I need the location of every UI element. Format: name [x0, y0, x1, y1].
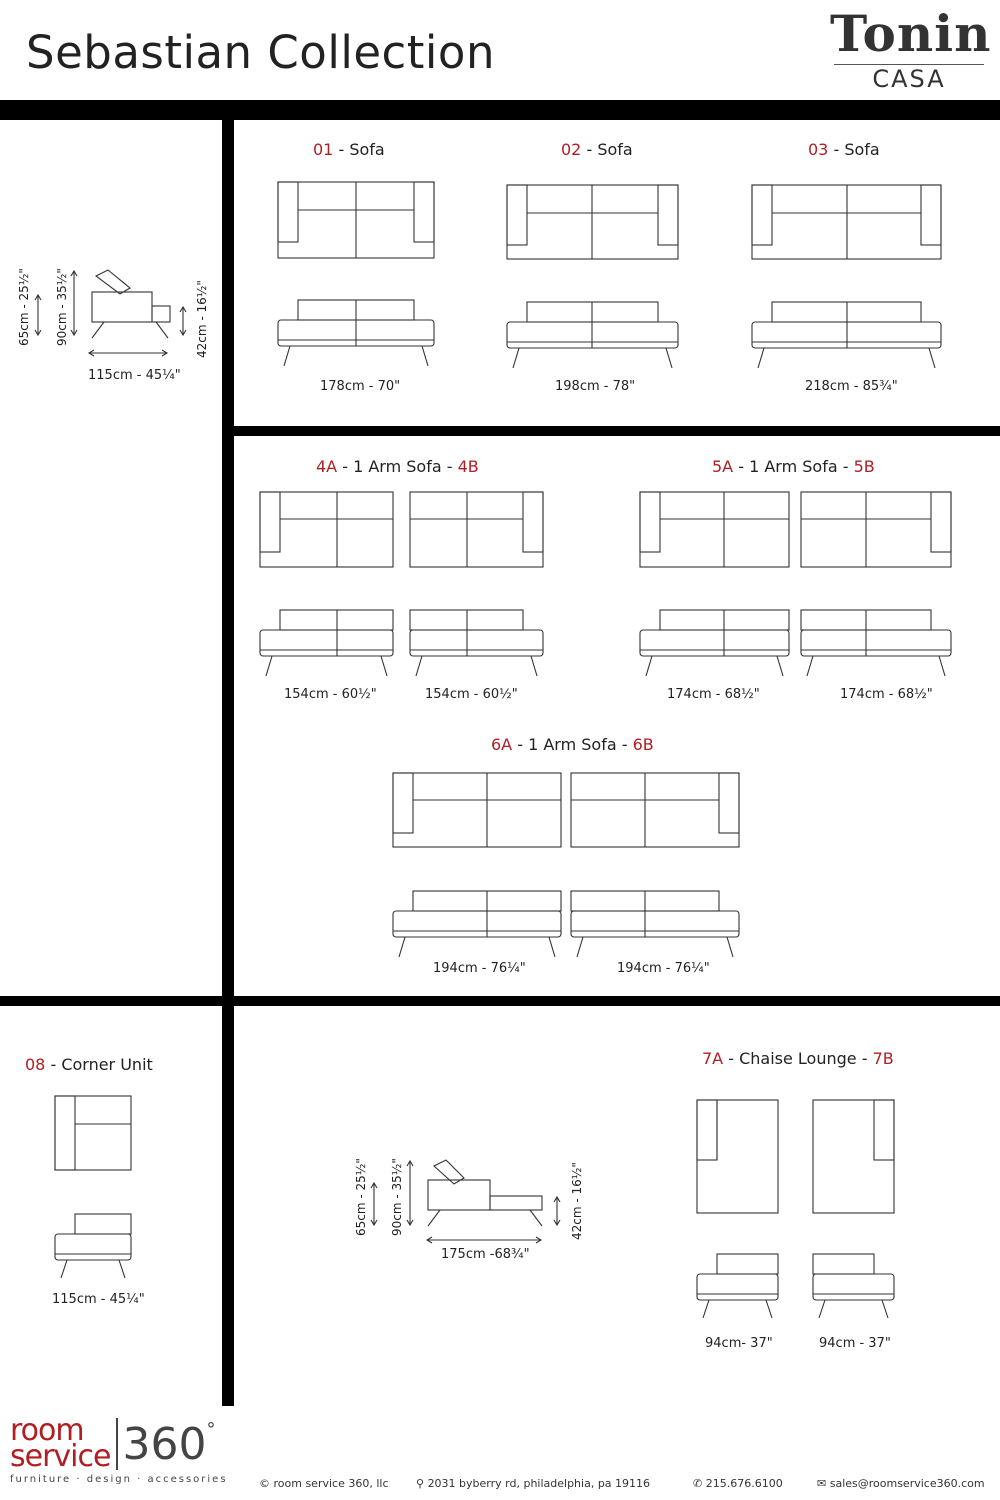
page-title: Sebastian Collection [26, 26, 495, 79]
dim-7b: 94cm - 37" [819, 1336, 891, 1351]
dim-5a: 174cm - 68½" [667, 687, 760, 702]
dim-7a: 94cm- 37" [705, 1336, 773, 1351]
label-01: 01 - Sofa [313, 140, 385, 159]
dim-4a: 154cm - 60½" [284, 687, 377, 702]
chaise-dim-width: 175cm -68¾" [441, 1247, 530, 1262]
footer-phone[interactable]: ✆ 215.676.6100 [693, 1477, 783, 1490]
dim-width-115: 115cm - 45¼" [88, 368, 181, 383]
dim-03: 218cm - 85¾" [805, 379, 898, 394]
brand-name: Tonin [830, 4, 992, 63]
dim-01: 178cm - 70" [320, 379, 401, 394]
footer-logo: room service 360° furniture · design · a… [10, 1413, 228, 1486]
logo-360: 360° [122, 1418, 216, 1470]
label-6a-6b: 6A - 1 Arm Sofa - 6B [491, 735, 654, 754]
dim-4b: 154cm - 60½" [425, 687, 518, 702]
logo-service: service [10, 1439, 111, 1474]
label-5a-5b: 5A - 1 Arm Sofa - 5B [712, 457, 875, 476]
footer-tagline: furniture · design · accessories [10, 1474, 228, 1485]
dim-6a: 194cm - 76¼" [433, 961, 526, 976]
brand-subtitle: CASA [872, 65, 946, 93]
dim-5b: 174cm - 68½" [840, 687, 933, 702]
label-7a-7b: 7A - Chaise Lounge - 7B [702, 1049, 894, 1068]
row-divider-2 [0, 996, 1000, 1006]
mail-icon: ✉ [817, 1477, 827, 1490]
vertical-divider [222, 120, 234, 1406]
logo-room: room [10, 1413, 85, 1448]
label-4a-4b: 4A - 1 Arm Sofa - 4B [316, 457, 479, 476]
brand-logo: Tonin CASA [830, 4, 992, 94]
dim-6b: 194cm - 76¼" [617, 961, 710, 976]
footer-address[interactable]: ⚲ 2031 byberry rd, philadelphia, pa 1911… [416, 1477, 651, 1490]
footer-email[interactable]: ✉ sales@roomservice360.com [817, 1477, 985, 1490]
top-bar [0, 100, 1000, 120]
dim-08: 115cm - 45¼" [52, 1292, 145, 1307]
label-03: 03 - Sofa [808, 140, 880, 159]
location-pin-icon: ⚲ [416, 1477, 425, 1490]
row-divider-1 [234, 426, 1000, 436]
footer-copyright: © room service 360, llc [259, 1477, 389, 1490]
dim-02: 198cm - 78" [555, 379, 636, 394]
phone-icon: ✆ [693, 1477, 703, 1490]
brand-divider [834, 64, 984, 65]
label-08: 08 - Corner Unit [25, 1055, 153, 1074]
label-02: 02 - Sofa [561, 140, 633, 159]
